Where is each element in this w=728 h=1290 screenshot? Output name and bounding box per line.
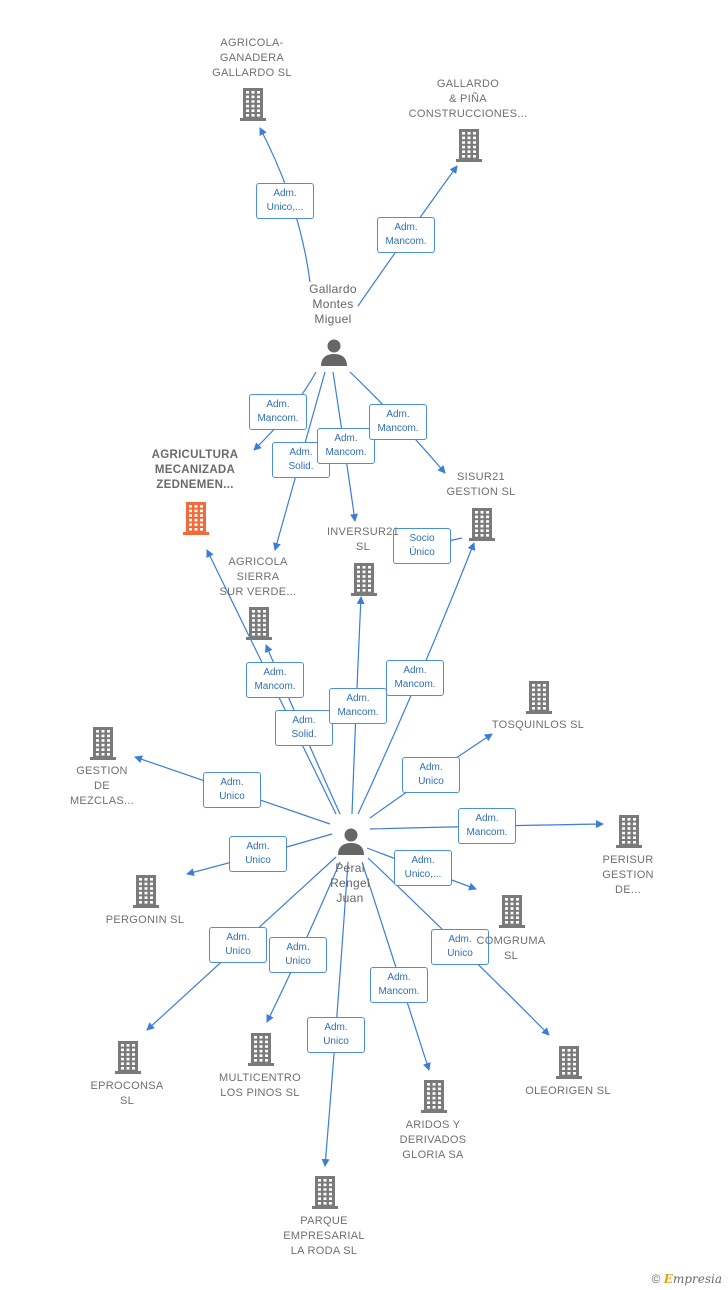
- brand-initial: E: [663, 1272, 673, 1286]
- person-icon[interactable]: [319, 337, 349, 367]
- building-icon[interactable]: [310, 1173, 340, 1209]
- edge-label[interactable]: Adm. Unico: [402, 757, 460, 793]
- brand-name: mpresia: [672, 1272, 722, 1286]
- building-icon[interactable]: [238, 85, 268, 121]
- edge-label[interactable]: Adm. Mancom.: [458, 808, 516, 844]
- edge-label[interactable]: Adm. Mancom.: [317, 428, 375, 464]
- building-icon[interactable]: [246, 1030, 276, 1066]
- node-label-agricultura-mecanizada[interactable]: AGRICULTURA MECANIZADA ZEDNEMEN...: [151, 449, 239, 491]
- edge-label[interactable]: Adm. Mancom.: [329, 688, 387, 724]
- node-label-parque-empresarial[interactable]: PARQUE EMPRESARIAL LA RODA SL: [283, 1215, 365, 1257]
- node-label-comgruma[interactable]: COMGRUMA SL: [476, 935, 546, 962]
- edge-label[interactable]: Adm. Unico,...: [256, 183, 314, 219]
- node-label-gestion-mezclas[interactable]: GESTION DE MEZCLAS...: [69, 765, 135, 807]
- node-label-agricola-ganadera[interactable]: AGRICOLA- GANADERA GALLARDO SL: [212, 37, 292, 79]
- node-label-tosquinlos[interactable]: TOSQUINLOS SL: [491, 719, 585, 731]
- brand-logo: © Empresia: [652, 1272, 722, 1286]
- building-icon[interactable]: [181, 499, 211, 535]
- node-label-gallardo-pina[interactable]: GALLARDO & PIÑA CONSTRUCCIONES...: [408, 78, 528, 120]
- edge-label[interactable]: Adm. Mancom.: [249, 394, 307, 430]
- building-icon[interactable]: [454, 126, 484, 162]
- edge-label[interactable]: Adm. Mancom.: [386, 660, 444, 696]
- edge-label[interactable]: Adm. Unico: [269, 937, 327, 973]
- node-label-sisur21[interactable]: SISUR21 GESTION SL: [446, 471, 516, 498]
- edge-label[interactable]: Adm. Mancom.: [377, 217, 435, 253]
- node-label-agricola-sierra[interactable]: AGRICOLA SIERRA SUR VERDE...: [219, 556, 297, 598]
- building-icon[interactable]: [349, 560, 379, 596]
- node-label-eproconsa[interactable]: EPROCONSA SL: [90, 1080, 164, 1107]
- edge-label[interactable]: Adm. Unico: [203, 772, 261, 808]
- node-label-pergonin[interactable]: PERGONIN SL: [105, 914, 185, 926]
- node-label-oleorigen[interactable]: OLEORIGEN SL: [525, 1085, 611, 1097]
- edge-label[interactable]: Adm. Solid.: [275, 710, 333, 746]
- edge-label[interactable]: Adm. Mancom.: [369, 404, 427, 440]
- edge-label[interactable]: Adm. Unico: [431, 929, 489, 965]
- edge-label[interactable]: Adm. Unico: [209, 927, 267, 963]
- building-icon[interactable]: [554, 1043, 584, 1079]
- building-icon[interactable]: [524, 678, 554, 714]
- edge-label[interactable]: Adm. Mancom.: [370, 967, 428, 1003]
- building-icon[interactable]: [88, 724, 118, 760]
- edge-label[interactable]: Adm. Mancom.: [246, 662, 304, 698]
- edge-label[interactable]: Adm. Unico,...: [394, 850, 452, 886]
- node-label-inversur21[interactable]: INVERSUR21 SL: [326, 526, 400, 553]
- copyright-icon: ©: [651, 1272, 661, 1286]
- building-icon[interactable]: [113, 1038, 143, 1074]
- node-label-gallardo-montes[interactable]: Gallardo Montes Miguel: [309, 282, 357, 326]
- building-icon[interactable]: [419, 1077, 449, 1113]
- edge-peral_rengel-parque_empresarial: [321, 861, 349, 1167]
- building-icon[interactable]: [497, 892, 527, 928]
- node-label-perisur[interactable]: PERISUR GESTION DE...: [602, 854, 654, 896]
- building-icon[interactable]: [614, 812, 644, 848]
- person-icon[interactable]: [336, 826, 366, 856]
- node-label-peral-rengel[interactable]: Peral Rengel Juan: [330, 861, 370, 905]
- building-icon[interactable]: [244, 604, 274, 640]
- node-label-aridos[interactable]: ARIDOS Y DERIVADOS GLORIA SA: [399, 1119, 467, 1161]
- edge-label[interactable]: Adm. Unico: [229, 836, 287, 872]
- edge-label[interactable]: Adm. Unico: [307, 1017, 365, 1053]
- edge-label[interactable]: Socio Único: [393, 528, 451, 564]
- building-icon[interactable]: [131, 872, 161, 908]
- node-label-multicentro[interactable]: MULTICENTRO LOS PINOS SL: [219, 1072, 301, 1099]
- building-icon[interactable]: [467, 505, 497, 541]
